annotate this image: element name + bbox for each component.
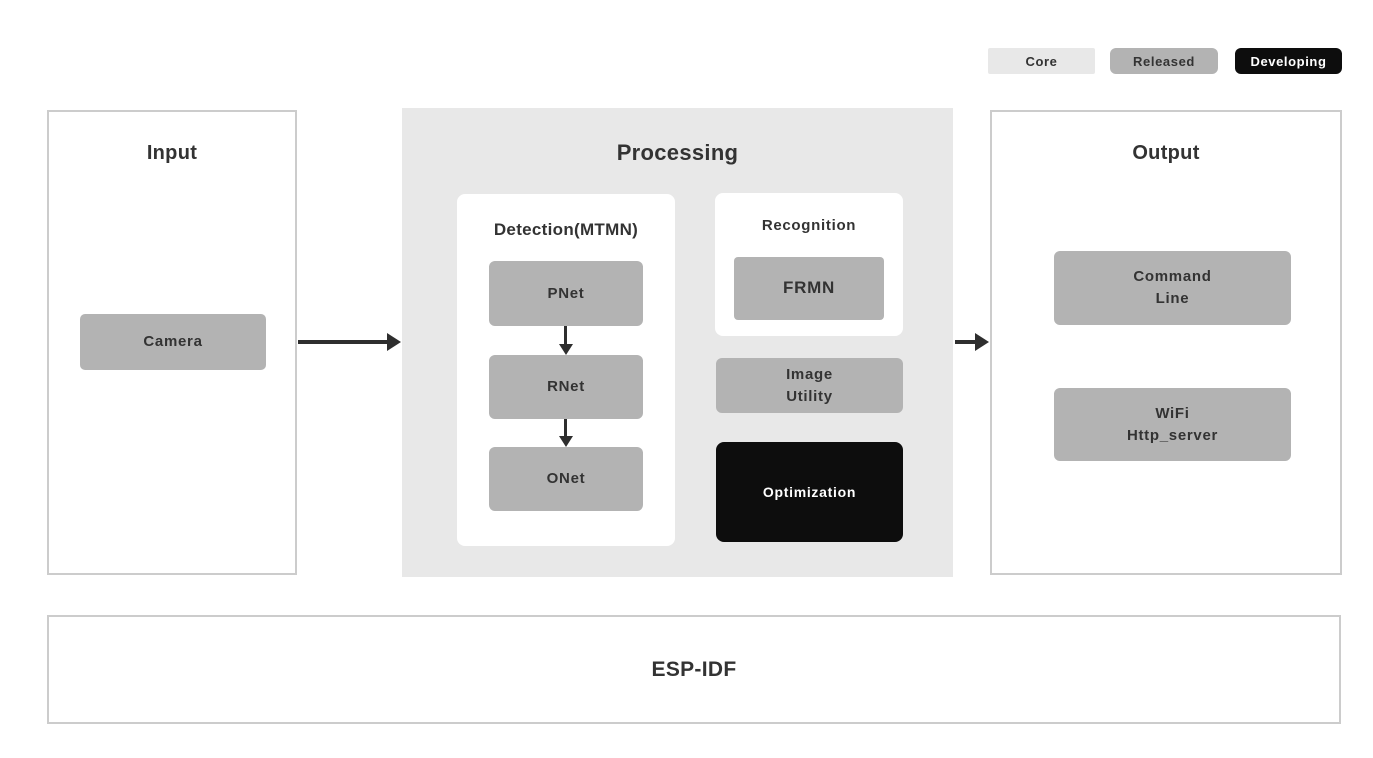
command-line-label-line1: Command (1133, 268, 1212, 286)
arrow-pnet-to-rnet-icon (558, 326, 574, 355)
recognition-title: Recognition (761, 217, 857, 234)
esp-idf-panel (47, 615, 1341, 724)
output-panel (990, 110, 1342, 575)
wifi-label-line1: WiFi (1155, 404, 1190, 422)
wifi-label-line2: Http_server (1126, 426, 1219, 444)
arrow-rnet-to-onet-icon (558, 419, 574, 447)
frmn-node: FRMN (734, 257, 884, 320)
detection-title: Detection(MTMN) (493, 220, 639, 239)
pnet-node: PNet (489, 261, 643, 326)
wifi-http-server-node: WiFi Http_server (1054, 388, 1291, 461)
output-title: Output (1132, 142, 1200, 164)
arrow-shaft (955, 340, 976, 344)
arrow-head (387, 333, 401, 351)
legend-core-chip: Core (988, 48, 1095, 74)
arrow-shaft (564, 419, 567, 438)
rnet-node: RNet (489, 355, 643, 419)
arrow-head (559, 344, 573, 355)
esp-idf-title: ESP-IDF (651, 658, 737, 681)
image-utility-node: Image Utility (716, 358, 903, 413)
processing-title: Processing (616, 140, 739, 165)
onet-node: ONet (489, 447, 643, 511)
arrow-input-to-processing-icon (298, 333, 401, 351)
arrow-shaft (298, 340, 388, 344)
command-line-node: Command Line (1054, 251, 1291, 325)
arrow-head (975, 333, 989, 351)
command-line-label-line2: Line (1155, 290, 1190, 307)
image-utility-label-line1: Image (786, 365, 833, 383)
arrow-processing-to-output-icon (955, 333, 989, 351)
arrow-head (559, 436, 573, 447)
image-utility-label-line2: Utility (786, 387, 833, 405)
legend-released-chip: Released (1110, 48, 1218, 74)
legend-developing-chip: Developing (1235, 48, 1342, 74)
input-title: Input (146, 142, 198, 164)
camera-node: Camera (80, 314, 266, 370)
arrow-shaft (564, 326, 567, 346)
optimization-node: Optimization (716, 442, 903, 542)
